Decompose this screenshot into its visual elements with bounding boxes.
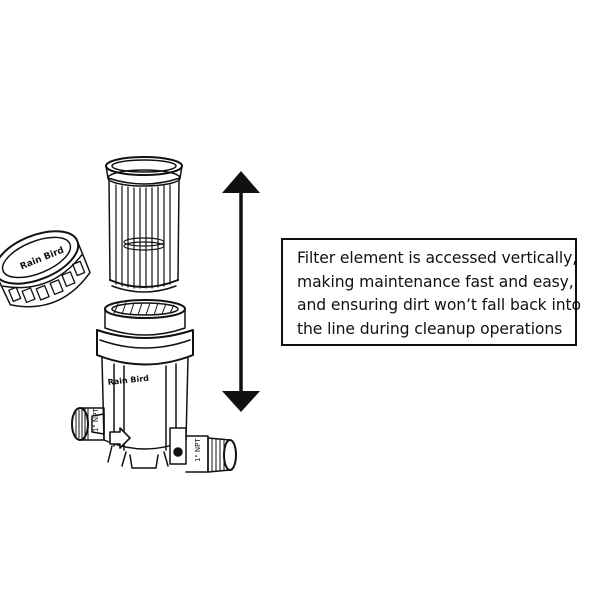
filter-element xyxy=(105,156,183,293)
double-vertical-arrow-icon xyxy=(222,171,260,412)
filter-cap xyxy=(0,230,91,308)
callout-box: Filter element is accessed vertically, m… xyxy=(281,238,581,346)
left-inlet-pipe xyxy=(71,407,105,441)
body-brand-text: Rain Bird xyxy=(107,374,149,387)
right-npt-label: 1" NPT xyxy=(194,438,202,462)
callout-line-4: the line during cleanup operations xyxy=(297,319,563,338)
right-outlet-pipe xyxy=(169,427,237,473)
flow-direction-arrow-icon xyxy=(109,427,131,449)
callout-line-2: making maintenance fast and easy, xyxy=(297,272,574,291)
callout-line-1: Filter element is accessed vertically, xyxy=(297,249,578,267)
callout-line-3: and ensuring dirt won’t fall back into xyxy=(297,296,581,314)
left-npt-label: 1" NPT xyxy=(92,408,100,432)
